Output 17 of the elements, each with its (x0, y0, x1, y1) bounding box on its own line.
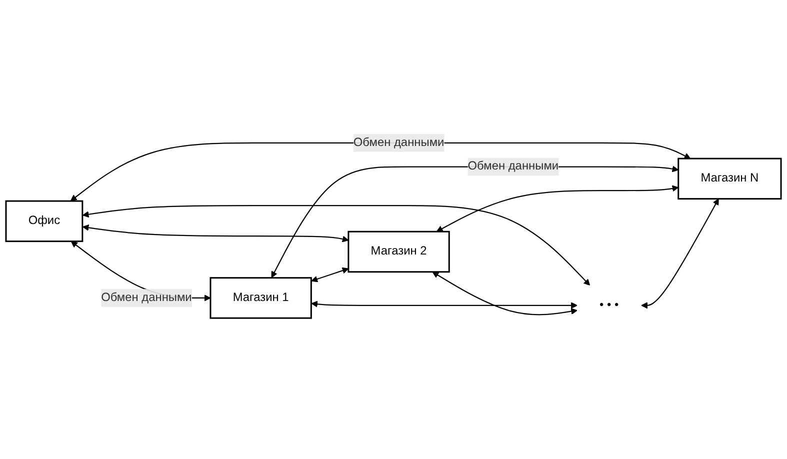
node-box: Магазин N (678, 158, 782, 200)
node-box: Офис (5, 200, 84, 242)
node-box: Магазин 1 (210, 276, 312, 319)
arrow (432, 271, 578, 315)
node-text: • • • (600, 298, 619, 312)
arrow (82, 204, 590, 286)
arrow (311, 300, 578, 308)
node-box: Магазин 2 (348, 230, 450, 272)
arrow (436, 184, 679, 232)
edge-label: Обмен данными (353, 136, 444, 149)
arrow (641, 198, 719, 308)
arrow (311, 267, 349, 282)
arrow (82, 224, 349, 242)
arrow (70, 142, 691, 201)
edge-label: Обмен данными (468, 160, 559, 172)
arrow (271, 165, 679, 278)
edge-label: Обмен данными (101, 290, 192, 304)
